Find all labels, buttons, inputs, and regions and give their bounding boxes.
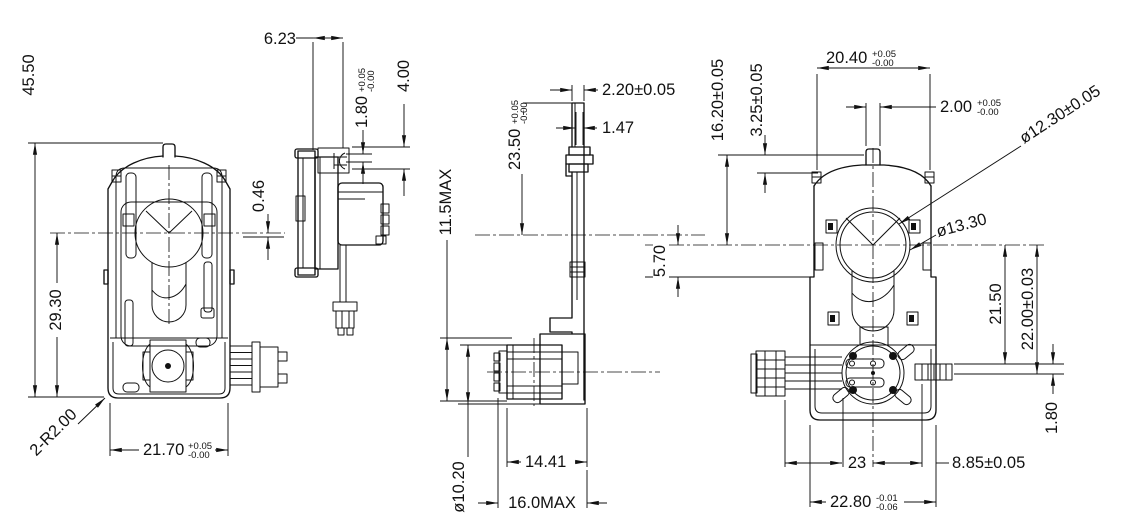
middle-side-view [475, 102, 705, 406]
rear-view [645, 148, 1046, 467]
dim-14-41: 14.41 [525, 453, 566, 471]
dim-20-40-tol-upper: +0.05 [872, 49, 896, 60]
dim-29-30: 29.30 [47, 289, 65, 330]
dim-6-23: 6.23 [264, 30, 296, 48]
front-view [50, 143, 288, 399]
dim-diameter-10-20: ø10.20 [450, 461, 468, 512]
dim-0-46: 0.46 [250, 180, 268, 212]
dim-22-80-tol-lower: -0.06 [876, 502, 898, 513]
dim-21-70-tol-upper: +0.05 [188, 441, 212, 452]
dimension-labels: 45.50 29.30 2-R2.00 21.70 +0.05 -0.00 0.… [20, 30, 1104, 513]
dim-1-47: 1.47 [602, 119, 634, 137]
dim-3-25: 3.25±0.05 [748, 63, 766, 136]
dim-1-80: 1.80 [353, 96, 371, 128]
dim-4-00: 4.00 [395, 60, 413, 92]
dim-2-00-tol-lower: -0.00 [977, 107, 999, 118]
dim-2-00-tol-upper: +0.05 [977, 98, 1001, 109]
dim-1-80-tol-upper: +0.05 [357, 68, 368, 92]
dim-8-85: 8.85±0.05 [952, 454, 1025, 472]
dim-22-00: 22.00±0.03 [1019, 268, 1037, 350]
dim-width-21-70: 21.70 [143, 441, 184, 459]
dim-2-00: 2.00 [940, 98, 972, 116]
dim-23-50: 23.50 [506, 129, 524, 170]
dim-diameter-13-30: ø13.30 [934, 210, 988, 241]
dim-21-70-tol-lower: -0.00 [188, 450, 210, 461]
dim-diameter-12-30: ø12.30±0.05 [1016, 82, 1103, 148]
dim-23: 23 [848, 454, 866, 472]
dim-16-0-max: 16.0MAX [508, 494, 576, 512]
dim-23-50-tol-upper: +0.05 [510, 100, 521, 124]
dim-11-5-max: 11.5MAX [437, 169, 455, 236]
dim-5-70: 5.70 [651, 245, 669, 277]
dim-22-80-tol-upper: -0.01 [876, 493, 898, 504]
dim-22-80: 22.80 [830, 493, 871, 511]
dim-1-80-tol-lower: -0.00 [366, 70, 377, 92]
dimension-lines [28, 35, 1064, 508]
left-side-view [294, 147, 390, 336]
dim-1-80-right: 1.80 [1043, 402, 1061, 434]
dim-corner-radius-2-r2-00: 2-R2.00 [26, 405, 80, 459]
dim-20-40-tol-lower: -0.00 [872, 58, 894, 69]
dim-height-45-50: 45.50 [20, 54, 38, 95]
dim-20-40: 20.40 [826, 49, 867, 67]
dim-16-20: 16.20±0.05 [709, 59, 727, 141]
dim-21-50: 21.50 [987, 283, 1005, 324]
dim-23-50-tol-lower: -0.00 [519, 102, 530, 124]
dim-2-20: 2.20±0.05 [602, 81, 675, 99]
